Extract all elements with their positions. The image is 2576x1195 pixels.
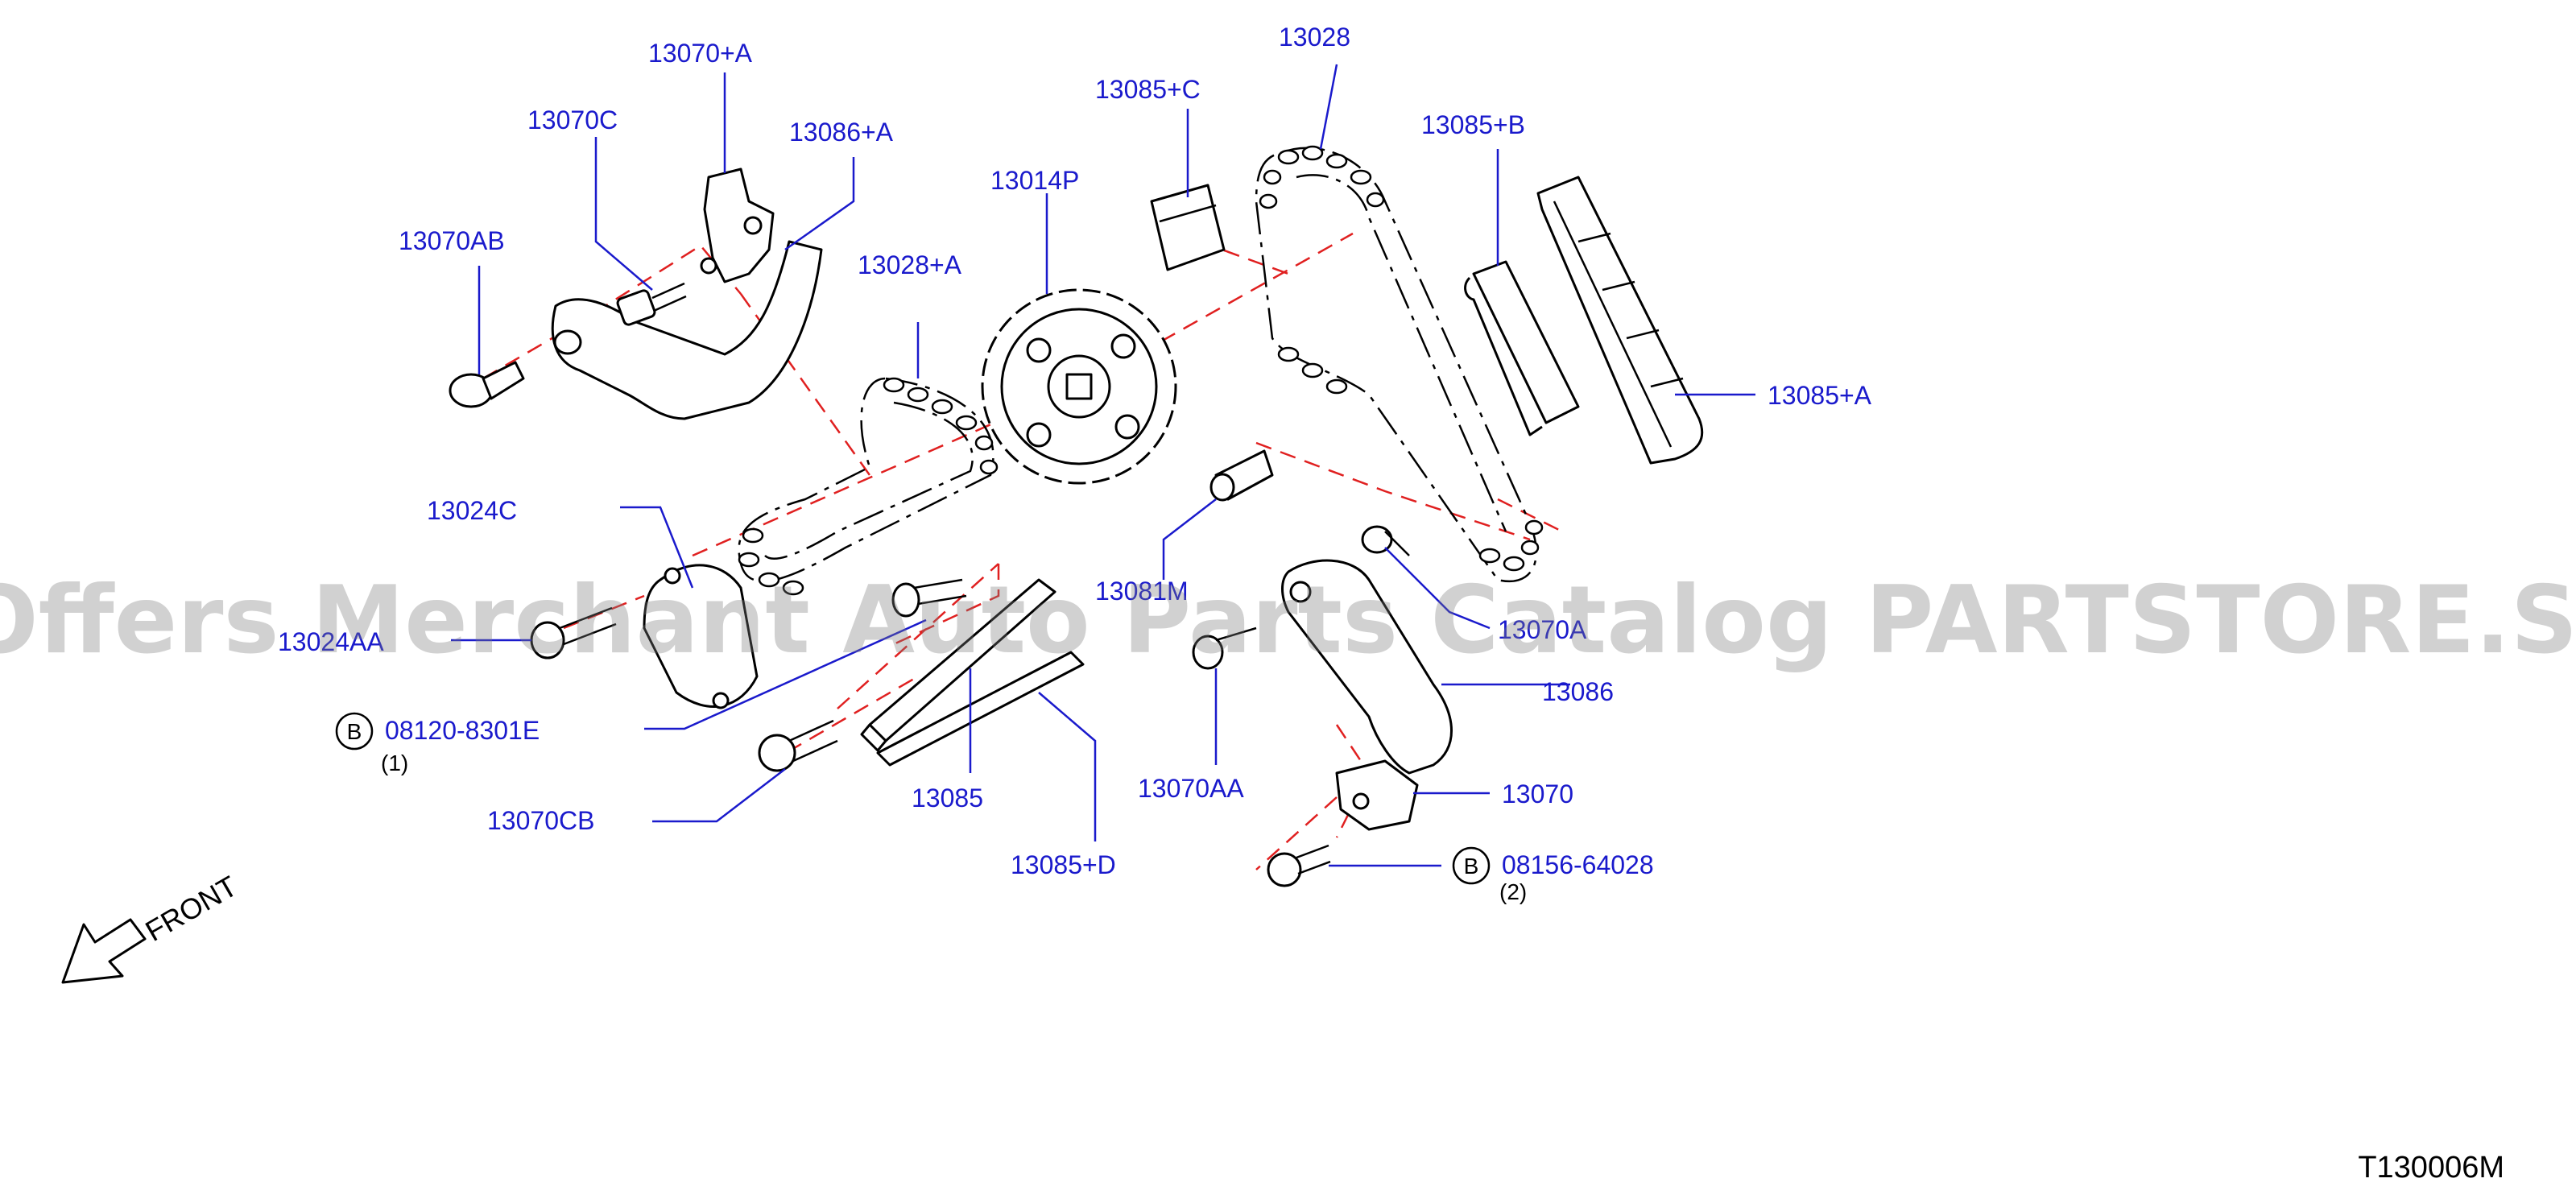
label-13024aa[interactable]: 13024AA [278,627,384,656]
label-13028[interactable]: 13028 [1279,23,1350,52]
label-13070aa[interactable]: 13070AA [1138,774,1244,803]
front-arrow: FRONT [61,869,243,984]
bolt-13024aa[interactable] [530,606,617,660]
chain-tensioner-13081m[interactable] [1209,449,1274,502]
label-13070ab[interactable]: 13070AB [399,226,505,255]
label-13085c-plus[interactable]: 13085+C [1095,75,1201,104]
label-13024c[interactable]: 13024C [427,496,517,525]
bolt-badge-b-1 [335,712,374,750]
bolt-13070c[interactable] [616,282,687,326]
lower-tensioner-13070[interactable] [1335,759,1419,831]
label-13086a-plus[interactable]: 13086+A [789,118,894,147]
label-13085[interactable]: 13085 [912,784,983,813]
label-13028a-plus[interactable]: 13028+A [858,250,962,279]
bolt-08156-64028[interactable] [1267,844,1331,887]
bolt-badge-b-1-letter: B [347,719,362,744]
label-13085b-plus[interactable]: 13085+B [1421,110,1525,139]
label-13081m[interactable]: 13081M [1095,577,1189,606]
main-chain-links [1259,145,1544,572]
lower-tensioner-arm-13086[interactable] [1281,559,1453,775]
label-13070a[interactable]: 13070A [1498,615,1587,644]
main-chain-13028[interactable] [1255,145,1544,583]
upper-tensioner-arm-13086a[interactable] [551,240,823,420]
bolt-badge-b-2 [1452,846,1491,885]
label-13086[interactable]: 13086 [1542,677,1614,706]
bolt-13070cb[interactable] [758,719,838,772]
leader-lines [451,64,1755,867]
bolt-13070a[interactable] [1361,525,1410,556]
label-13070c[interactable]: 13070C [527,105,618,134]
front-label: FRONT [140,869,243,948]
guide-13085a[interactable] [1536,176,1704,465]
watermark: Offers Merchant Auto Parts Catalog PARTS… [0,566,2576,675]
pin-13070ab[interactable] [449,361,525,408]
guide-13085d[interactable] [876,651,1085,767]
label-13070cb[interactable]: 13070CB [487,806,594,835]
small-chain-13028a[interactable] [738,377,999,596]
guide-13085[interactable] [860,578,1056,752]
label-08156-64028[interactable]: 08156-64028 [1502,850,1654,879]
upper-tensioner-13070a[interactable] [700,167,775,283]
bolt-08120-8301e[interactable] [891,578,967,618]
label-13014p[interactable]: 13014P [990,166,1079,195]
label-08120-8301e[interactable]: 08120-8301E [385,716,540,745]
label-13085a-plus[interactable]: 13085+A [1768,381,1872,410]
sprocket-13014p[interactable] [981,288,1177,485]
guide-13085c[interactable] [1150,184,1226,271]
small-chain-links [738,377,999,596]
guide-13085b[interactable] [1464,260,1580,436]
part-labels: 13070+A 13070C 13086+A 13070AB 13028+A 1… [278,23,1872,904]
chain-case-plate-13024c[interactable] [643,564,759,709]
label-13070a-plus[interactable]: 13070+A [648,39,753,68]
bolt-badge-b-2-letter: B [1464,854,1479,879]
label-13070[interactable]: 13070 [1502,779,1573,808]
diagram-code: T130006M [2358,1151,2504,1185]
front-arrow-icon [61,918,147,984]
label-08156-qty: (2) [1499,879,1527,904]
bolt-13070aa[interactable] [1192,626,1257,670]
label-08120-qty: (1) [381,750,408,775]
label-13085d-plus[interactable]: 13085+D [1011,850,1116,879]
